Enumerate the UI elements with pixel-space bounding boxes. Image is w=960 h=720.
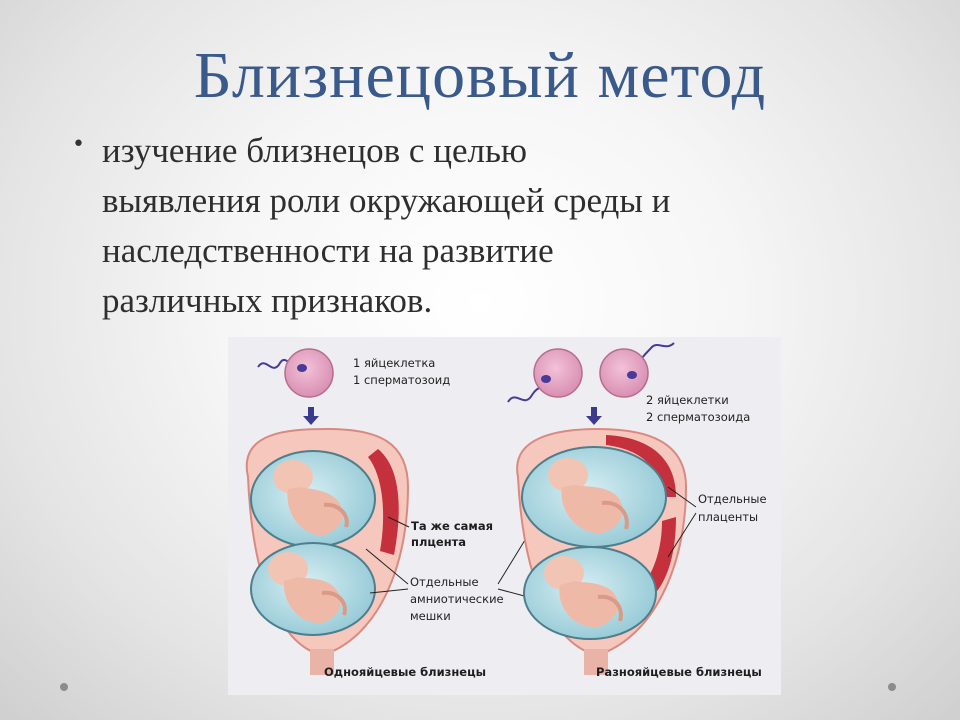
bullet-icon: • [72, 132, 85, 157]
amniotic-label-3: мешки [410, 609, 451, 623]
fetus-body [287, 487, 343, 536]
fetus-head [548, 458, 588, 492]
amniotic-label-2: амниотические [410, 592, 504, 606]
same-placenta-label-1: Та же самая [411, 519, 493, 533]
separate-placentas-label-1: Отдельные [698, 492, 767, 506]
caption-fraternal: Разнояйцевые близнецы [596, 665, 762, 679]
nav-dot-right [888, 683, 896, 691]
arrow-down-icon [303, 407, 319, 425]
bullet-list: • изучение близнецов с целью выявления р… [62, 126, 922, 326]
amniotic-sac-top [521, 446, 667, 548]
bullet-item: • изучение близнецов с целью выявления р… [62, 126, 922, 326]
caption-identical: Однояйцевые близнецы [324, 665, 486, 679]
bullet-text: изучение близнецов с целью выявления рол… [102, 131, 671, 320]
egg-icon [599, 348, 649, 398]
left-egg-label: 1 яйцеклетка [353, 356, 435, 370]
fetus-body [283, 577, 341, 624]
amniotic-sac-bottom [523, 546, 657, 640]
fetus-body [561, 485, 623, 534]
egg-icon [533, 348, 583, 398]
separate-placentas-label-2: плаценты [698, 510, 758, 524]
right-egg-label: 2 яйцеклетки [646, 393, 729, 407]
egg-icon [284, 348, 334, 398]
fetus-body [559, 581, 619, 628]
same-placenta-label-2: плцента [411, 535, 466, 549]
slide-title: Близнецовый метод [193, 39, 767, 112]
nav-dot-left [60, 683, 68, 691]
amniotic-sac-bottom [250, 542, 376, 636]
amniotic-label-1: Отдельные [410, 575, 479, 589]
amniotic-sac-top [250, 450, 376, 548]
identical-twins-diagram: 1 яйцеклетка 1 сперматозоид [245, 348, 534, 679]
right-sperm-label: 2 сперматозоида [646, 410, 750, 424]
fetus-head [273, 460, 313, 494]
twins-illustration: 1 яйцеклетка 1 сперматозоид [228, 337, 781, 695]
fraternal-twins-diagram: 2 яйцеклетки 2 сперматозоида [507, 342, 767, 679]
left-sperm-label: 1 сперматозоид [353, 373, 450, 387]
arrow-down-icon [586, 407, 602, 425]
